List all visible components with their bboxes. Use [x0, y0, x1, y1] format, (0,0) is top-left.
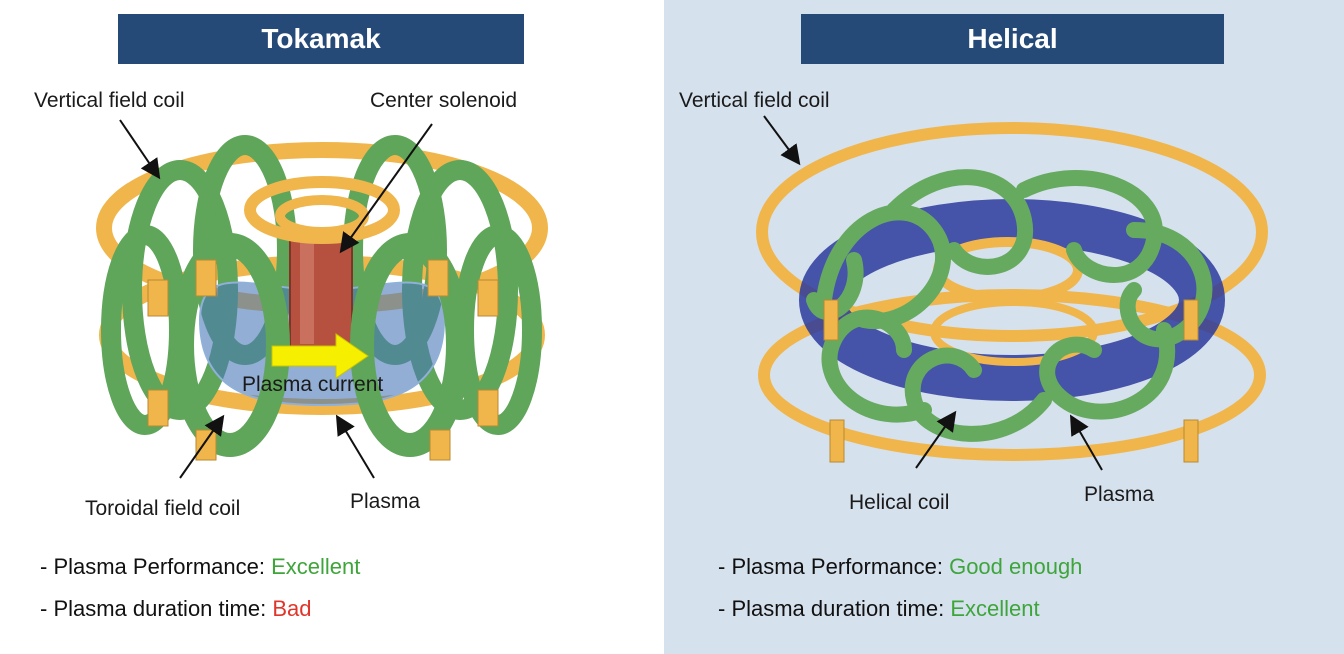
helical-label-helical-coil: Helical coil: [849, 491, 950, 514]
central-coil-outer: [244, 176, 400, 244]
status-good-text: Excellent: [950, 596, 1040, 621]
tokamak-panel: Tokamak: [0, 0, 650, 654]
status-good-text: Excellent: [271, 554, 361, 579]
helical-bullet-performance: - Plasma Performance: Good enough: [718, 554, 1083, 579]
tokamak-label-plasma: Plasma: [350, 490, 421, 513]
helical-panel: Helical: [664, 0, 1344, 654]
helical-vertical-coil-legs: [823, 299, 1199, 463]
helical-bullet-duration: - Plasma duration time: Excellent: [718, 596, 1040, 621]
helical-label-vertical-field-coil: Vertical field coil: [679, 89, 830, 112]
tokamak-bullet-duration: - Plasma duration time: Bad: [40, 596, 312, 621]
tokamak-label-plasma-current: Plasma current: [242, 373, 384, 396]
toroidal-field-coils-front: [170, 233, 470, 457]
helical-bullets: - Plasma Performance: Good enough - Plas…: [718, 546, 1082, 630]
status-good-text: Good enough: [949, 554, 1083, 579]
helical-upper-vertical-field-coil: [756, 122, 1268, 342]
tokamak-label-vertical-field-coil: Vertical field coil: [34, 89, 185, 112]
helical-leader-lines: [763, 115, 1103, 471]
vertical-coil-legs: [147, 259, 499, 461]
tokamak-title: Tokamak: [118, 14, 524, 64]
helical-inner-coil-lower: [930, 298, 1098, 366]
helical-title: Helical: [801, 14, 1224, 64]
status-bad-text: Bad: [272, 596, 312, 621]
tokamak-bullets: - Plasma Performance: Excellent - Plasma…: [40, 546, 360, 630]
tokamak-diagram: [96, 119, 548, 479]
helical-label-plasma: Plasma: [1084, 483, 1155, 506]
central-coil-inner: [275, 195, 369, 237]
plasma-current-arrow: [271, 333, 369, 379]
helical-diagram: [756, 115, 1268, 471]
tokamak-label-center-solenoid: Center solenoid: [370, 89, 518, 112]
tokamak-bullet-performance: - Plasma Performance: Excellent: [40, 554, 361, 579]
center-solenoid: [289, 237, 353, 349]
tokamak-label-toroidal-field-coil: Toroidal field coil: [85, 497, 241, 520]
tokamak-leader-lines: [119, 119, 433, 479]
